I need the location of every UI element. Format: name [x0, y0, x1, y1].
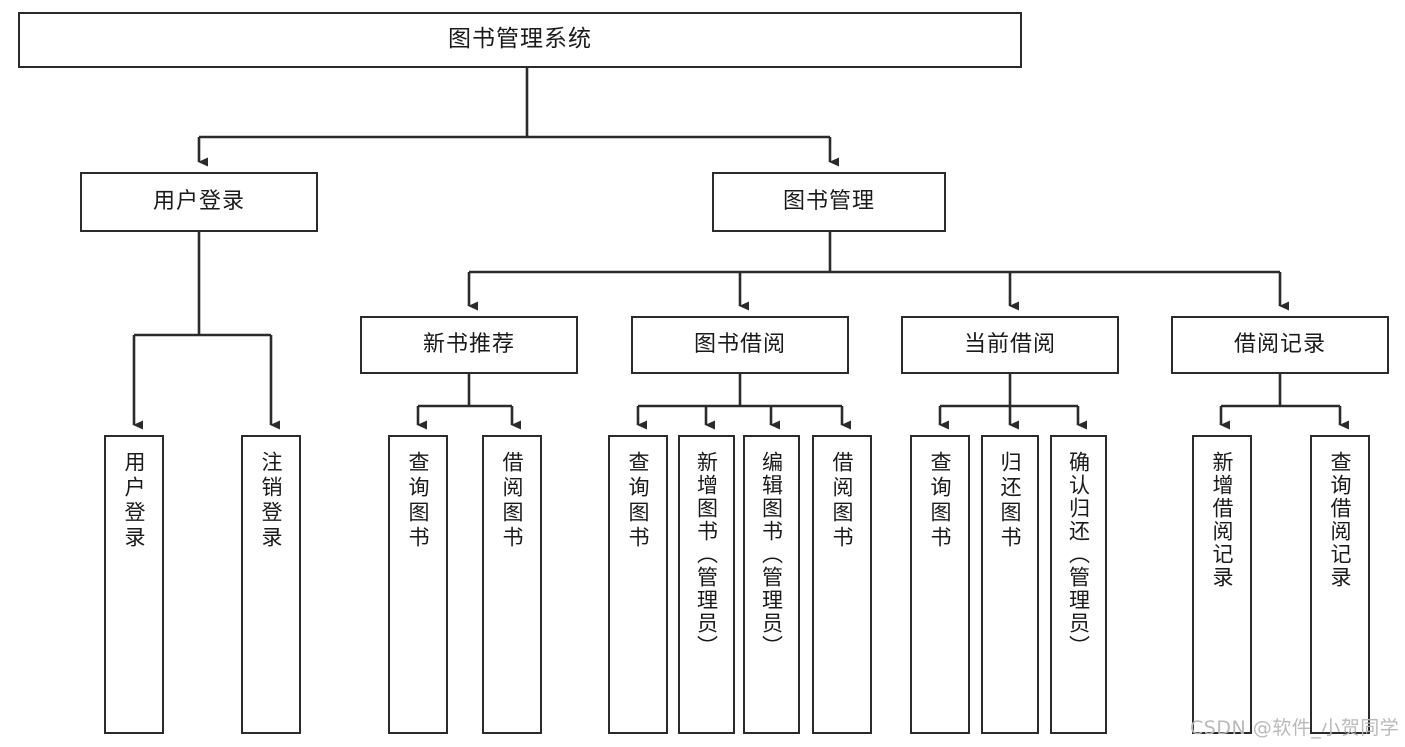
- node-user-login[interactable]: 用户登录: [80, 172, 318, 232]
- node-leaf-query-book-borrow[interactable]: 查询图书: [608, 435, 668, 734]
- node-label: 新书推荐: [422, 332, 515, 358]
- node-leaf-edit-book-admin[interactable]: 编辑图书（管理员）: [743, 435, 800, 734]
- node-new-book-recommend[interactable]: 新书推荐: [360, 316, 578, 374]
- node-leaf-return-book[interactable]: 归还图书: [981, 435, 1039, 734]
- node-label: 当前借阅: [963, 332, 1056, 358]
- node-borrow-record[interactable]: 借阅记录: [1171, 316, 1389, 374]
- node-book-management[interactable]: 图书管理: [712, 172, 946, 232]
- node-label: 查询图书: [928, 451, 953, 551]
- node-leaf-query-book-current[interactable]: 查询图书: [910, 435, 970, 734]
- node-label: 新增图书（管理员）: [694, 451, 719, 658]
- node-label: 归还图书: [998, 451, 1023, 551]
- node-leaf-confirm-return-admin[interactable]: 确认归还（管理员）: [1050, 435, 1107, 734]
- node-label: 查询图书: [406, 451, 431, 551]
- node-label: 图书管理: [782, 189, 875, 215]
- node-label: 查询借阅记录: [1328, 451, 1353, 589]
- node-label: 编辑图书（管理员）: [759, 451, 784, 658]
- node-label: 图书管理系统: [448, 26, 592, 53]
- node-leaf-logout-login[interactable]: 注销登录: [241, 435, 301, 734]
- node-root-book-management-system[interactable]: 图书管理系统: [18, 12, 1022, 68]
- node-leaf-add-borrow-record[interactable]: 新增借阅记录: [1192, 435, 1252, 734]
- node-label: 借阅图书: [830, 451, 855, 551]
- node-label: 借阅图书: [500, 451, 525, 551]
- node-label: 确认归还（管理员）: [1066, 451, 1091, 658]
- node-leaf-borrow-book-recommend[interactable]: 借阅图书: [482, 435, 542, 734]
- node-leaf-borrow-book[interactable]: 借阅图书: [812, 435, 872, 734]
- node-current-borrow[interactable]: 当前借阅: [901, 316, 1119, 374]
- node-label: 图书借阅: [693, 332, 786, 358]
- node-label: 借阅记录: [1233, 332, 1326, 358]
- node-label: 注销登录: [259, 451, 284, 551]
- node-book-borrow[interactable]: 图书借阅: [631, 316, 849, 374]
- node-leaf-query-borrow-record[interactable]: 查询借阅记录: [1310, 435, 1370, 734]
- node-label: 查询图书: [626, 451, 651, 551]
- node-leaf-user-login[interactable]: 用户登录: [104, 435, 164, 734]
- node-label: 新增借阅记录: [1210, 451, 1235, 589]
- node-label: 用户登录: [122, 451, 147, 551]
- node-leaf-query-book-recommend[interactable]: 查询图书: [388, 435, 448, 734]
- node-label: 用户登录: [152, 189, 245, 215]
- node-leaf-add-book-admin[interactable]: 新增图书（管理员）: [678, 435, 735, 734]
